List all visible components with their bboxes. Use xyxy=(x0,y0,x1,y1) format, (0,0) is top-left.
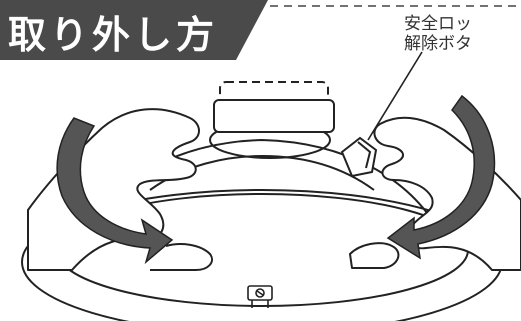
page-title: 取り外し方 xyxy=(8,12,219,57)
title-banner xyxy=(0,0,268,60)
right-hand xyxy=(349,116,521,271)
safety-lock-callout: 安全ロッ 解除ボタ xyxy=(404,14,521,54)
callout-line-1: 安全ロッ xyxy=(404,14,472,34)
lid-handle xyxy=(213,81,335,133)
front-clip xyxy=(247,285,273,308)
safety-lock-button xyxy=(340,136,378,178)
callout-line-2: 解除ボタ xyxy=(404,34,472,54)
rotation-arrow-left xyxy=(56,117,174,265)
rotation-arrow-right xyxy=(386,94,496,260)
